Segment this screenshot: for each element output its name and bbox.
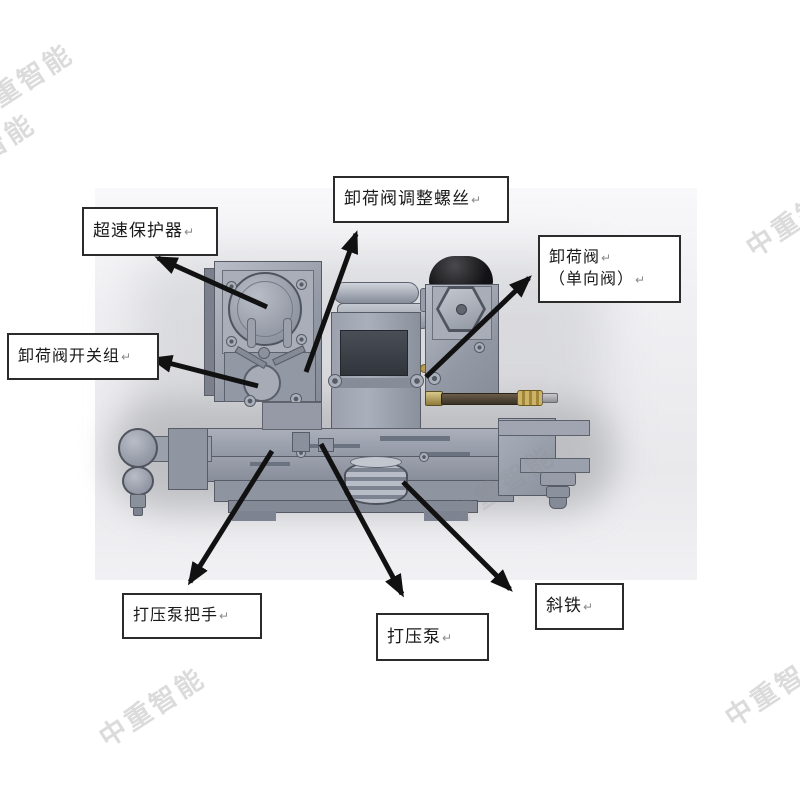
return-mark: ↵ [471,193,482,208]
base-detail-line [380,436,450,441]
sight-glass-inner [237,281,293,337]
base-bolt [419,452,429,462]
label-line: 斜铁↵ [546,596,594,616]
linkage-pin [283,318,292,348]
label-line: （单向阀）↵ [549,271,646,288]
arrow-switch-group [149,355,259,389]
tower-band [331,378,421,388]
label-line: 超速保护器↵ [93,221,195,241]
base-plate-upper [196,428,526,458]
left-bracket-plate [168,428,208,490]
base-detail-line [250,462,290,466]
label-pressure-pump-handle: 打压泵把手↵ [122,593,262,639]
foot-block [424,511,468,521]
return-mark: ↵ [635,273,646,287]
label-line: 卸荷阀开关组↵ [18,347,132,365]
label-line: 打压泵把手↵ [133,607,230,625]
switch-group-bolt [244,395,256,407]
gearbox-bolt [296,279,307,290]
right-arm-top [498,420,590,436]
rod-tip [542,393,558,403]
arrow-overspeed-protector [154,255,269,310]
left-axle-tip [133,507,143,516]
linkage-pin [247,318,256,348]
gearbox-bolt [226,336,237,347]
valve-bolt [474,342,485,353]
tower-bolt [328,374,342,388]
tower-dark-panel [340,330,408,376]
right-knob-stack [540,472,576,486]
label-wedge-iron: 斜铁↵ [535,583,624,630]
label-unload-valve-switch-group: 卸荷阀开关组↵ [7,333,159,380]
label-unload-valve-adjust-screw: 卸荷阀调整螺丝↵ [333,176,509,223]
label-pressure-pump: 打压泵↵ [376,613,489,661]
right-knob-foot [549,497,567,509]
return-mark: ↵ [121,349,132,364]
label-overspeed-protector: 超速保护器↵ [82,207,218,256]
switch-group-pivot [258,347,270,359]
tower-bolt [410,374,424,388]
return-mark: ↵ [184,225,195,240]
arrow-pump-handle [187,449,275,586]
label-line: 卸荷阀调整螺丝↵ [344,189,482,209]
bellows-top [350,456,402,468]
base-small-part [292,432,310,452]
base-detail-line [420,452,470,456]
foot-block [232,511,276,521]
arrow-wedge-iron [401,480,513,592]
arrow-adjust-screw [303,230,359,373]
return-mark: ↵ [601,251,612,266]
return-mark: ↵ [583,600,594,615]
arrow-pressure-pump [318,442,405,598]
base-step-detail [262,402,322,430]
return-mark: ↵ [219,609,230,624]
gearbox-bolt [296,334,307,345]
valve-dome [429,256,493,288]
label-line: 打压泵↵ [387,626,453,646]
label-unload-valve-check-valve: 卸荷阀↵ （单向阀）↵ [538,235,681,303]
arrow-check-valve [424,275,532,379]
return-mark: ↵ [442,630,453,645]
valve-hex-center [456,304,467,315]
label-line: 卸荷阀↵ [549,249,612,267]
